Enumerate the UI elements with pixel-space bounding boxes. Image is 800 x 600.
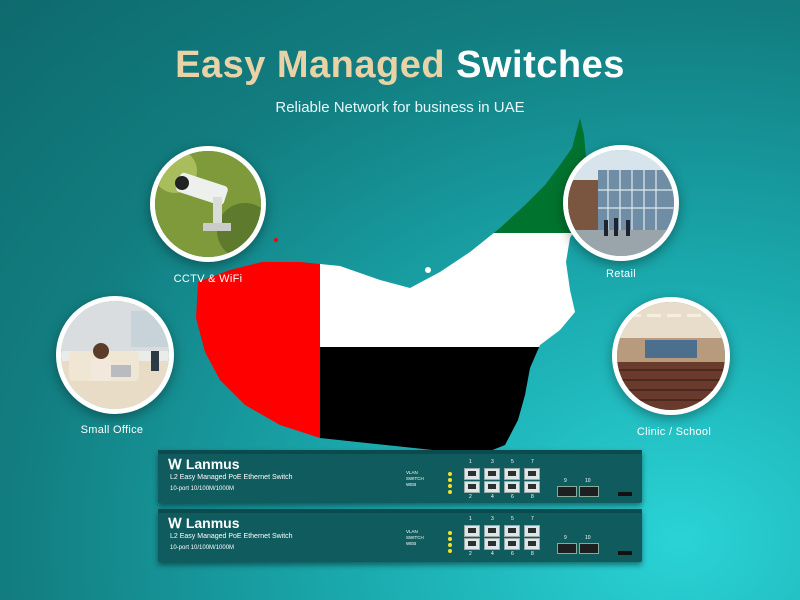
ethernet-port[interactable] bbox=[504, 481, 520, 493]
sfp-number: 10 bbox=[585, 478, 591, 484]
ethernet-port[interactable] bbox=[464, 538, 480, 550]
clinic-school-image bbox=[612, 297, 730, 415]
lanmus-logo-icon: 𝖶 bbox=[168, 456, 182, 472]
port-number: 2 bbox=[469, 494, 472, 500]
use-case-label-retail: Retail bbox=[606, 268, 636, 280]
status-led bbox=[448, 549, 452, 553]
ethernet-port[interactable] bbox=[464, 481, 480, 493]
port-number: 6 bbox=[511, 551, 514, 557]
switch-spec: 10-port 10/100M/1000M bbox=[170, 545, 235, 551]
page-subtitle: Reliable Network for business in UAE bbox=[275, 99, 525, 116]
ethernet-port[interactable] bbox=[524, 525, 540, 537]
ethernet-port[interactable] bbox=[504, 468, 520, 480]
flag-white-band bbox=[320, 233, 588, 347]
cctv-wifi-image bbox=[150, 146, 266, 262]
island bbox=[399, 293, 405, 299]
port-number: 1 bbox=[469, 516, 472, 522]
page-title: Easy Managed Switches bbox=[0, 44, 800, 87]
port-number: 6 bbox=[511, 494, 514, 500]
status-led bbox=[448, 537, 452, 541]
sfp-number: 9 bbox=[564, 535, 567, 541]
port-number: 5 bbox=[511, 459, 514, 465]
island bbox=[274, 238, 278, 242]
port-number: 5 bbox=[511, 516, 514, 522]
port-number: 4 bbox=[491, 494, 494, 500]
ethernet-port[interactable] bbox=[484, 525, 500, 537]
switch-model: L2 Easy Managed PoE Ethernet Switch bbox=[170, 474, 293, 481]
island bbox=[376, 298, 384, 306]
ethernet-port[interactable] bbox=[464, 468, 480, 480]
port-number: 7 bbox=[531, 459, 534, 465]
port-number: 4 bbox=[491, 551, 494, 557]
ethernet-port[interactable] bbox=[524, 481, 540, 493]
small-office-image bbox=[56, 296, 174, 414]
port-number: 8 bbox=[531, 494, 534, 500]
retail-image bbox=[563, 145, 679, 261]
ethernet-port[interactable] bbox=[504, 525, 520, 537]
status-led bbox=[448, 531, 452, 535]
ethernet-port[interactable] bbox=[524, 468, 540, 480]
reset-slot bbox=[618, 551, 632, 555]
port-number: 8 bbox=[531, 551, 534, 557]
port-number: 7 bbox=[531, 516, 534, 522]
status-led bbox=[448, 484, 452, 488]
sfp-port[interactable] bbox=[557, 543, 577, 554]
sfp-number: 10 bbox=[585, 535, 591, 541]
ethernet-port[interactable] bbox=[484, 468, 500, 480]
mode-labels: VLAN SWITCH WEB bbox=[406, 529, 424, 546]
island bbox=[282, 285, 288, 291]
ethernet-port[interactable] bbox=[464, 525, 480, 537]
use-case-label-cctv: CCTV & WiFi bbox=[173, 273, 243, 285]
status-led bbox=[448, 543, 452, 547]
port-number: 2 bbox=[469, 551, 472, 557]
sfp-number: 9 bbox=[564, 478, 567, 484]
sfp-port[interactable] bbox=[579, 543, 599, 554]
island bbox=[326, 283, 334, 291]
use-case-label-small-office: Small Office bbox=[80, 424, 144, 436]
ethernet-port[interactable] bbox=[504, 538, 520, 550]
island bbox=[425, 267, 431, 273]
use-case-label-clinic-school: Clinic / School bbox=[636, 426, 712, 438]
ethernet-port[interactable] bbox=[484, 481, 500, 493]
ethernet-port[interactable] bbox=[484, 538, 500, 550]
switch-model: L2 Easy Managed PoE Ethernet Switch bbox=[170, 533, 293, 540]
status-led bbox=[448, 472, 452, 476]
sfp-port[interactable] bbox=[557, 486, 577, 497]
port-number: 1 bbox=[469, 459, 472, 465]
mode-labels: VLAN SWITCH WEB bbox=[406, 470, 424, 487]
status-led bbox=[448, 490, 452, 494]
port-number: 3 bbox=[491, 516, 494, 522]
port-number: 3 bbox=[491, 459, 494, 465]
sfp-port[interactable] bbox=[579, 486, 599, 497]
ethernet-port[interactable] bbox=[524, 538, 540, 550]
island bbox=[350, 289, 360, 299]
lanmus-logo-icon: 𝖶 bbox=[168, 515, 182, 531]
reset-slot bbox=[618, 492, 632, 496]
island bbox=[257, 267, 263, 273]
title-part-2: Switches bbox=[456, 44, 625, 86]
status-led bbox=[448, 478, 452, 482]
switch-spec: 10-port 10/100M/1000M bbox=[170, 486, 235, 492]
title-part-1: Easy Managed bbox=[175, 44, 446, 86]
